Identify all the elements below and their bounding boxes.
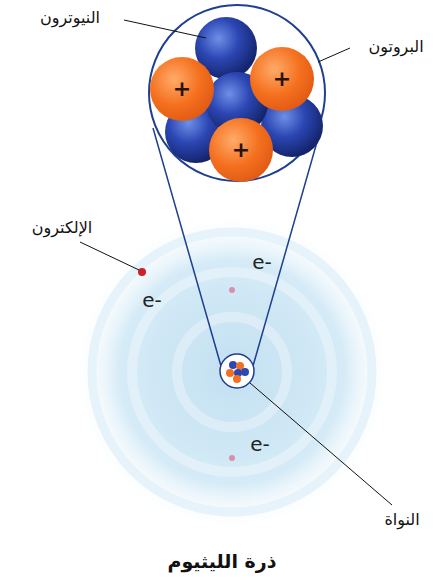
electron-symbol: e-: [252, 250, 272, 274]
small-nucleus: [220, 354, 254, 388]
electron-cloud: [72, 212, 392, 532]
electron-symbol: e-: [142, 288, 162, 312]
part-label: البروتون: [368, 37, 423, 56]
part-label: الإلكترون: [32, 218, 92, 237]
proton-ball: +: [250, 47, 314, 111]
charge-sign: +: [232, 139, 250, 161]
proton-ball: +: [209, 118, 273, 182]
charge-sign: +: [273, 68, 291, 90]
leader-lines: [80, 20, 392, 505]
part-label: النيوترون: [40, 8, 100, 27]
electron-symbol: e-: [250, 432, 270, 456]
part-label: النواة: [384, 510, 419, 529]
electron-dots: [138, 268, 235, 461]
proton-ball: +: [150, 57, 214, 121]
caption: ذرة الليثيوم: [167, 550, 276, 573]
charge-sign: +: [173, 78, 191, 100]
